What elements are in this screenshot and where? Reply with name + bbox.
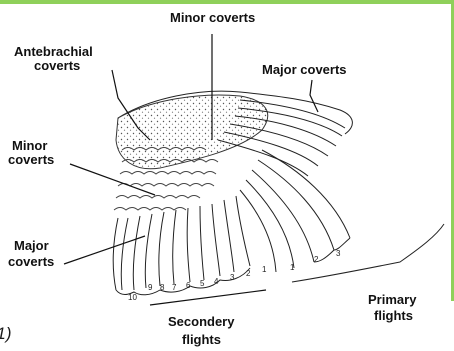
leader-major-coverts-left	[64, 236, 145, 264]
sec-num-1: 1	[262, 265, 267, 274]
label-antebrachial-line1: Antebrachial	[14, 44, 93, 59]
primary-flight-feathers	[240, 150, 350, 272]
sec-num-5: 5	[200, 279, 205, 288]
label-secondary-line2: flights	[182, 332, 221, 347]
label-primary-line2: flights	[374, 308, 413, 323]
pri-num-1: 1	[290, 263, 295, 272]
label-minor-coverts-left-line2: coverts	[8, 152, 54, 167]
leader-minor-coverts-left	[70, 164, 155, 195]
sec-num-9: 9	[148, 283, 153, 292]
sec-num-7: 7	[172, 283, 177, 292]
label-primary-line1: Primary	[368, 292, 417, 307]
label-major-coverts-left-line2: coverts	[8, 254, 54, 269]
sec-num-8: 8	[160, 283, 165, 292]
primary-sweep-line	[292, 224, 444, 282]
label-major-coverts-top: Major coverts	[262, 62, 347, 77]
pri-num-3: 3	[336, 249, 341, 258]
sec-num-10: 10	[128, 293, 137, 302]
primary-feather-numbers: 1 2 3	[290, 249, 341, 272]
sec-num-3: 3	[230, 273, 235, 282]
figure-caption-fragment: e 11)	[0, 324, 12, 344]
wing-drawing	[113, 91, 444, 295]
sec-num-6: 6	[186, 281, 191, 290]
sec-num-4: 4	[214, 277, 219, 286]
label-antebrachial-line2: coverts	[34, 58, 80, 73]
leader-major-coverts-top	[310, 80, 318, 112]
secondary-feather-numbers: 10 9 8 7 6 5 4 3 2 1	[128, 265, 267, 302]
label-minor-coverts-top: Minor coverts	[170, 10, 255, 25]
pri-num-2: 2	[314, 255, 319, 264]
caption-text: e 11)	[0, 324, 12, 344]
label-secondary-line1: Secondery	[168, 314, 235, 329]
label-minor-coverts-left-line1: Minor	[12, 138, 47, 153]
sec-num-2: 2	[246, 269, 251, 278]
covert-stipple-area	[116, 95, 268, 169]
label-major-coverts-left-line1: Major	[14, 238, 49, 253]
